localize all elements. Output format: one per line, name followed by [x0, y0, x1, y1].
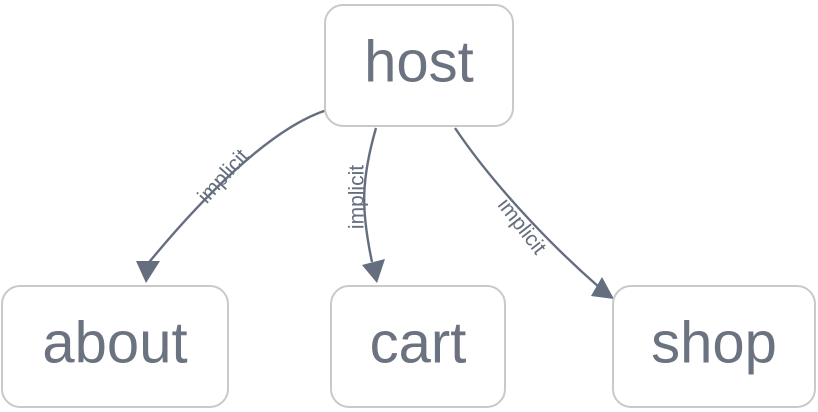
node-shop-label: shop	[651, 310, 777, 375]
edge-host-about[interactable]: implicit	[136, 108, 328, 283]
node-about-label: about	[42, 310, 187, 375]
arrow-head-cart	[362, 259, 385, 283]
node-host-label: host	[364, 29, 474, 94]
edge-label-host-about: implicit	[193, 145, 253, 208]
node-cart-box	[330, 285, 506, 408]
node-about[interactable]: about	[1, 285, 229, 408]
node-cart[interactable]: cart	[330, 285, 506, 408]
node-shop[interactable]: shop	[612, 285, 816, 408]
edge-path-host-about	[145, 108, 328, 267]
edge-host-shop[interactable]: implicit	[454, 127, 614, 299]
node-about-box	[1, 285, 229, 408]
edge-host-cart[interactable]: implicit	[346, 127, 385, 283]
arrow-head-about	[136, 261, 160, 283]
arrow-head-shop	[591, 277, 614, 299]
edge-path-host-cart	[363, 127, 378, 263]
edge-path-host-shop	[454, 127, 601, 289]
edge-label-host-shop: implicit	[493, 194, 551, 259]
node-shop-box	[612, 285, 816, 408]
node-cart-label: cart	[370, 310, 467, 375]
node-host[interactable]: host	[324, 4, 514, 127]
edge-label-host-cart: implicit	[346, 165, 369, 229]
node-host-box	[324, 4, 514, 127]
